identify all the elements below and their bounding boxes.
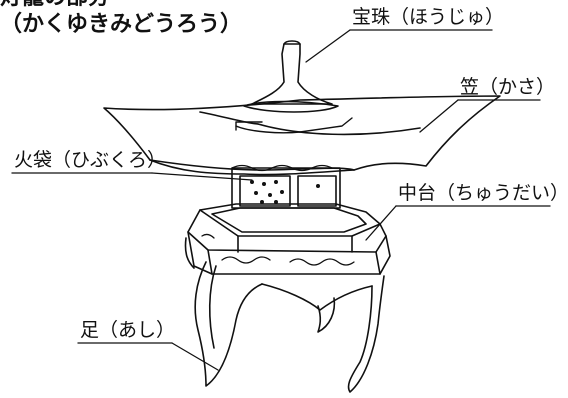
leader-hibukuro [151,172,253,181]
leader-chudai [365,205,397,241]
label-chudai: 中台（ちゅうだい） [398,182,568,204]
leader-hoju [305,29,351,63]
label-kasa: 笠（かさ） [460,76,556,98]
lantern-roof [103,95,501,176]
lantern-finial [243,40,339,113]
leader-lines [11,29,551,371]
label-hoju: 宝珠（ほうじゅ） [352,6,505,28]
leader-kasa [419,99,459,133]
title-line-2: （かくゆきみどうろう） [0,12,243,37]
label-ashi: 足（あし） [80,319,176,341]
lantern-firebox [231,164,341,209]
label-hibukuro: 火袋（ひぶくろ） [14,149,167,171]
leader-ashi [171,342,219,371]
lantern-middle-base [187,203,391,275]
firebox-dots [250,180,320,204]
title-line-1: 灯籠の部分 [0,0,110,9]
